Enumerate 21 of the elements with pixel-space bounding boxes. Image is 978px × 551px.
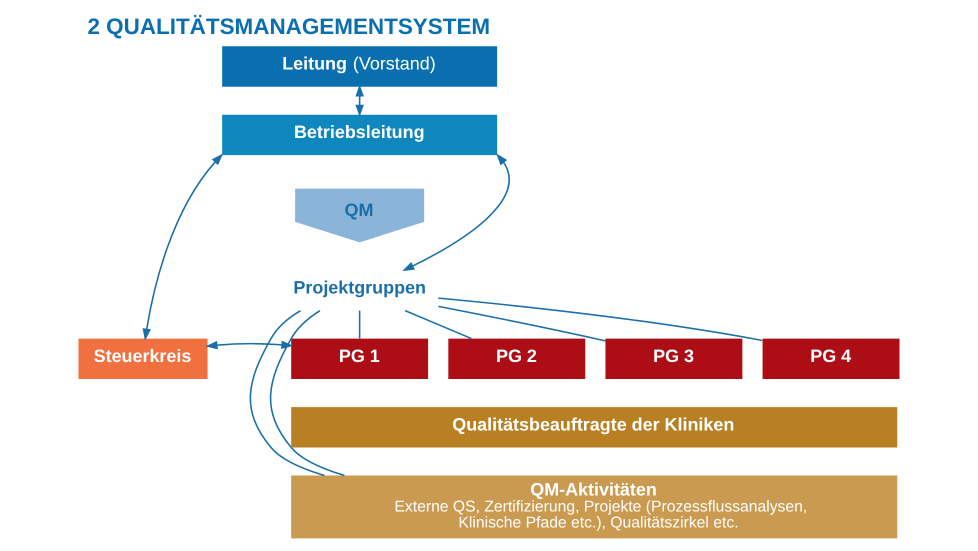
connector [438, 297, 762, 342]
node-text: Projektgruppen [293, 277, 426, 298]
node-box: PG 3 [605, 338, 742, 379]
arrow [205, 340, 294, 350]
node-box: QM-Aktivitäten Externe QS, Zertifizierung, Projekte (Prozessflussanalysen, Klinische Pfade etc.), Qualitätszirkel etc. [291, 476, 898, 538]
node-box: PG 1 [291, 338, 428, 379]
arrow [402, 153, 510, 272]
connector [270, 310, 345, 476]
node-box: Steuerkreis [78, 338, 208, 379]
connector [404, 310, 472, 340]
arrow [355, 84, 364, 117]
node-box: Leitung (Vorstand) [222, 46, 498, 87]
diagram-title: 2 QUALITÄTSMANAGEMENTSYSTEM [87, 14, 490, 39]
node-box: PG 2 [448, 338, 586, 379]
connector [250, 310, 325, 476]
connector [438, 306, 606, 342]
node-box: Qualitätsbeauftragte der Kliniken [291, 407, 898, 448]
arrow [142, 153, 224, 341]
node-box: Betriebsleitung [222, 114, 498, 156]
node-box: PG 4 [762, 338, 900, 379]
connector [358, 310, 360, 338]
